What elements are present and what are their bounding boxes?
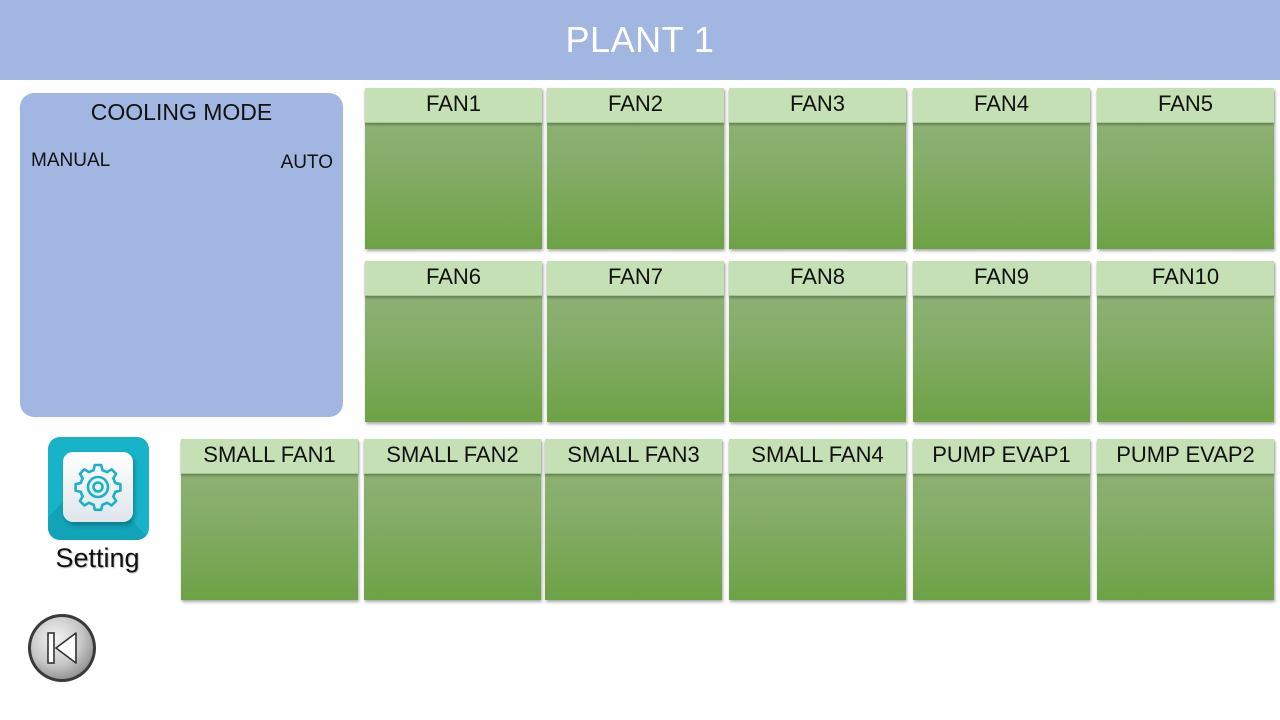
- manual-mode-label[interactable]: MANUAL: [31, 150, 111, 171]
- fan-tile-1[interactable]: FAN1: [365, 88, 542, 249]
- small-fan-tile-4[interactable]: SMALL FAN4: [729, 439, 906, 600]
- back-button[interactable]: [26, 612, 98, 684]
- pump-label: PUMP EVAP2: [1097, 439, 1274, 474]
- fan-label: FAN2: [547, 88, 724, 123]
- fan-label: FAN5: [1097, 88, 1274, 123]
- small-fan-label: SMALL FAN4: [729, 439, 906, 474]
- fan-tile-5[interactable]: FAN5: [1097, 88, 1274, 249]
- setting-button[interactable]: [48, 437, 149, 540]
- fan-tile-10[interactable]: FAN10: [1097, 261, 1274, 422]
- small-fan-tile-1[interactable]: SMALL FAN1: [181, 439, 358, 600]
- cooling-mode-title: COOLING MODE: [90, 99, 273, 125]
- page-title: PLANT 1: [565, 19, 715, 60]
- gear-icon: [74, 463, 122, 512]
- auto-mode-label[interactable]: AUTO: [280, 152, 333, 173]
- fan-label: FAN9: [913, 261, 1090, 296]
- skip-back-icon: [28, 614, 96, 682]
- fan-tile-6[interactable]: FAN6: [365, 261, 542, 422]
- header-bar: PLANT 1: [0, 0, 1280, 80]
- setting-label[interactable]: Setting: [55, 543, 140, 573]
- fan-label: FAN3: [729, 88, 906, 123]
- fan-tile-9[interactable]: FAN9: [913, 261, 1090, 422]
- fan-label: FAN7: [547, 261, 724, 296]
- small-fan-tile-2[interactable]: SMALL FAN2: [364, 439, 541, 600]
- small-fan-label: SMALL FAN1: [181, 439, 358, 474]
- pump-evap-tile-2[interactable]: PUMP EVAP2: [1097, 439, 1274, 600]
- fan-tile-8[interactable]: FAN8: [729, 261, 906, 422]
- cooling-mode-panel: COOLING MODE MANUAL AUTO: [20, 93, 343, 417]
- fan-tile-3[interactable]: FAN3: [729, 88, 906, 249]
- fan-tile-2[interactable]: FAN2: [547, 88, 724, 249]
- small-fan-tile-3[interactable]: SMALL FAN3: [545, 439, 722, 600]
- pump-label: PUMP EVAP1: [913, 439, 1090, 474]
- fan-label: FAN10: [1097, 261, 1274, 296]
- fan-tile-4[interactable]: FAN4: [913, 88, 1090, 249]
- setting-icon-plate: [63, 452, 133, 522]
- fan-label: FAN8: [729, 261, 906, 296]
- small-fan-label: SMALL FAN2: [364, 439, 541, 474]
- small-fan-label: SMALL FAN3: [545, 439, 722, 474]
- fan-label: FAN4: [913, 88, 1090, 123]
- pump-evap-tile-1[interactable]: PUMP EVAP1: [913, 439, 1090, 600]
- fan-tile-7[interactable]: FAN7: [547, 261, 724, 422]
- fan-label: FAN6: [365, 261, 542, 296]
- fan-label: FAN1: [365, 88, 542, 123]
